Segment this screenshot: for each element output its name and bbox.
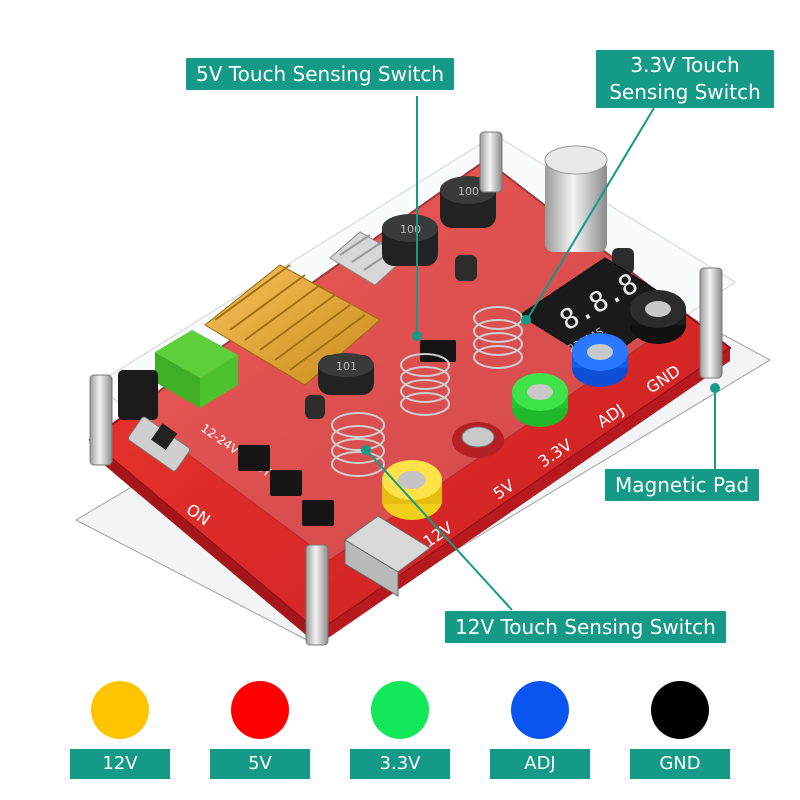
callout-3v3-touch-switch: 3.3V Touch Sensing Switch xyxy=(596,50,774,108)
power-switch xyxy=(127,416,191,472)
legend-dot-gnd xyxy=(651,681,709,739)
legend-label-3v3: 3.3V xyxy=(350,749,450,779)
legend-label-gnd: GND xyxy=(630,749,730,779)
callout-12v-touch-switch: 12V Touch Sensing Switch xyxy=(445,611,726,643)
usb-port xyxy=(344,515,431,597)
svg-text:100: 100 xyxy=(400,223,421,236)
terminal-post-12v xyxy=(382,460,442,520)
touch-springs xyxy=(331,306,523,477)
potentiometer-knob xyxy=(544,145,608,252)
legend-dot-12v xyxy=(91,681,149,739)
standoffs xyxy=(89,131,723,646)
pcb-edge-right xyxy=(318,348,730,645)
legend-dot-adj xyxy=(511,681,569,739)
callout-magnetic-pad: Magnetic Pad xyxy=(605,469,760,501)
dc-jack xyxy=(118,370,158,420)
mosfets xyxy=(238,340,456,526)
callout-dots xyxy=(361,315,720,455)
legend-dot-3v3 xyxy=(371,681,429,739)
legend-dot-5v xyxy=(231,681,289,739)
svg-text:100: 100 xyxy=(458,185,479,198)
legend-label-adj: ADJ xyxy=(490,749,590,779)
terminal-post-adj xyxy=(572,333,628,387)
terminal-post-3v3 xyxy=(512,373,568,427)
inductor-3: 101 xyxy=(318,353,374,395)
legend-label-5v: 5V xyxy=(210,749,310,779)
pcb-edge xyxy=(90,440,318,645)
terminal-post-5v xyxy=(452,422,504,458)
inductor-1: 100 xyxy=(382,214,438,266)
input-terminal-block xyxy=(155,330,238,408)
terminal-post-gnd xyxy=(630,290,686,344)
legend-label-12v: 12V xyxy=(70,749,170,779)
svg-text:101: 101 xyxy=(336,360,357,373)
callout-5v-touch-switch: 5V Touch Sensing Switch xyxy=(186,58,455,90)
